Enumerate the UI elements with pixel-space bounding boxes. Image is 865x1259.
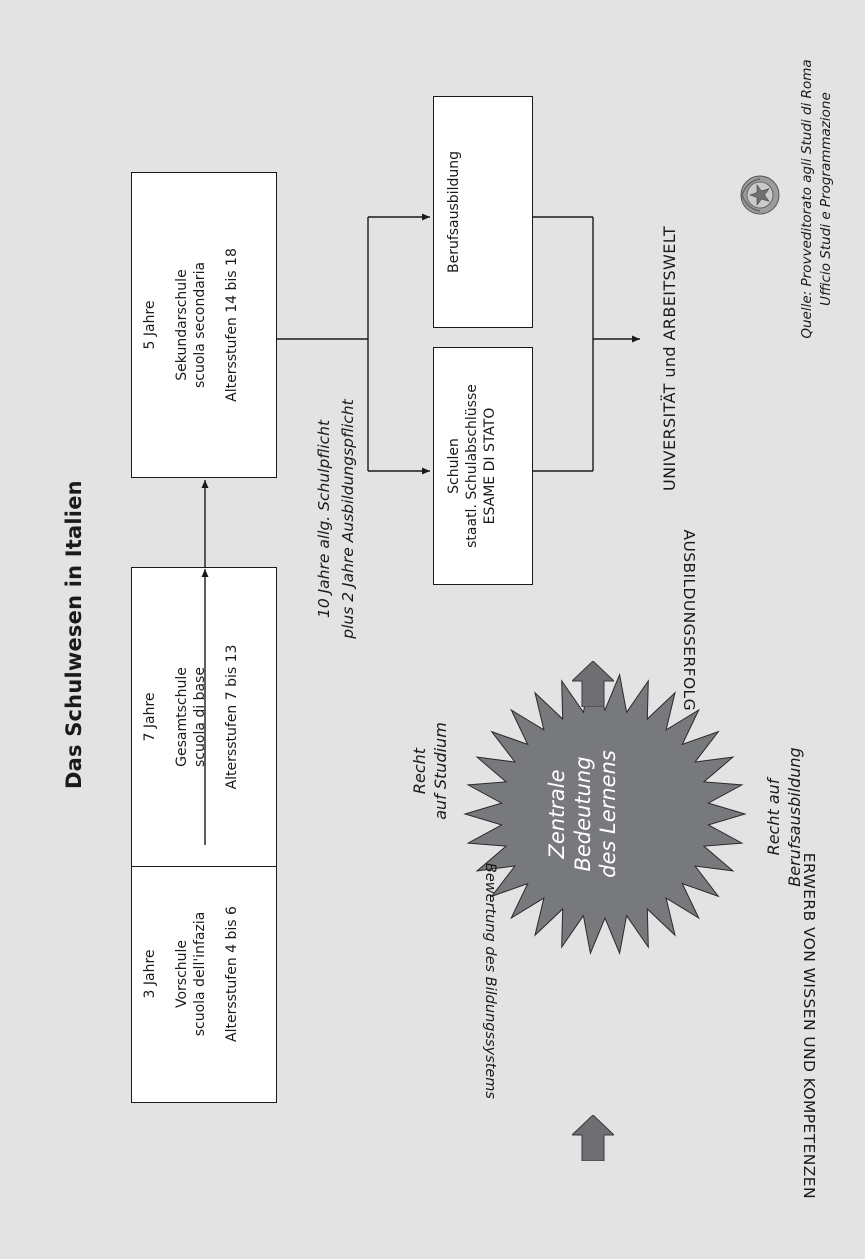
star-polygon (463, 673, 747, 955)
star-line3: des Lernens (596, 750, 621, 878)
training-success-label: AUSBILDUNGSERFOLG (680, 529, 698, 711)
bottom-arrow-shape (572, 1115, 614, 1161)
compulsory-schooling-note: 10 Jahre allg. Schulpflicht plus 2 Jahre… (312, 339, 360, 699)
source-line1: Quelle: Provveditorato agli Studi di Rom… (799, 59, 815, 339)
right-to-study-label: Recht auf Studium (410, 671, 452, 871)
compulsory-line1: 10 Jahre allg. Schulpflicht (315, 419, 333, 619)
state-schools-line3: ESAME DI STATO (481, 407, 498, 525)
outcome-label: UNIVERSITÄT und ARBEITSWELT (660, 225, 679, 491)
vocational-label: Berufsausbildung (446, 151, 462, 274)
star-line2: Bedeutung (570, 756, 595, 872)
state-schools-box: Schulen staatl. Schulabschlüsse ESAME DI… (433, 347, 533, 585)
star-line1: Zentrale (545, 769, 569, 859)
source-line2: Ufficio Studi e Programmazione (817, 92, 834, 306)
state-schools-line2: staatl. Schulabschlüsse (463, 384, 480, 548)
learning-star-shape (463, 673, 747, 955)
right-study-line1: Recht (410, 747, 429, 795)
right-study-line2: auf Studium (430, 722, 450, 820)
state-schools-line1: Schulen (446, 438, 462, 494)
right-training-line1: Recht auf (764, 778, 783, 856)
evaluation-label: Bewertung des Bildungssystems (482, 862, 498, 1099)
star-text: Zentrale Bedeutung des Lernens (545, 739, 622, 889)
compulsory-line2: plus 2 Jahre Ausbildungspflicht (339, 399, 358, 639)
knowledge-acquisition-label: ERWERB VON WISSEN UND KOMPETENZEN (800, 852, 818, 1199)
up-arrow-shape (572, 661, 614, 707)
republic-emblem-icon (740, 175, 780, 215)
source-note: Quelle: Provveditorato agli Studi di Rom… (798, 29, 836, 369)
vocational-training-box: Berufsausbildung (433, 96, 533, 328)
